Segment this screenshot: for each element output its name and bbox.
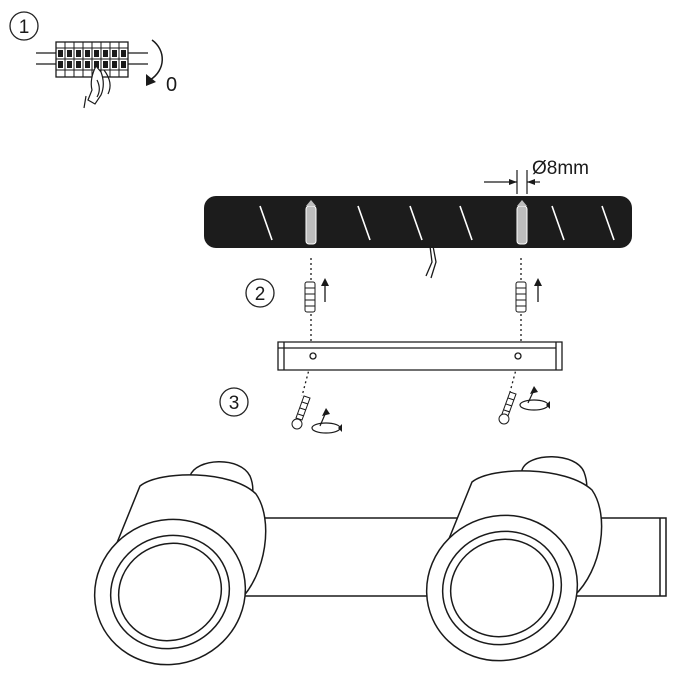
drill-diameter-label: Ø8mm — [532, 158, 589, 179]
insert-arrow-right-icon — [534, 278, 542, 302]
hand-icon — [83, 64, 111, 109]
step-1-number: 1 — [19, 17, 30, 38]
rotate-arrow-left-icon — [311, 408, 342, 434]
rotate-arrow-right-icon — [519, 386, 550, 411]
drill-hole-right — [516, 200, 528, 245]
step-2-number: 2 — [255, 284, 266, 305]
wall-plug-right-icon — [515, 281, 527, 313]
step-2-marker: 2 — [245, 278, 275, 308]
power-off-label: 0 — [166, 74, 177, 96]
insert-arrow-left-icon — [321, 278, 329, 302]
drill-hole-left — [305, 200, 317, 245]
supply-cable — [425, 245, 437, 279]
wall-plug-left-icon — [304, 281, 316, 313]
diameter-dimension — [484, 170, 540, 194]
step-3-number: 3 — [229, 393, 240, 414]
step-1-marker: 1 — [9, 11, 39, 41]
alignment-guides — [301, 258, 522, 397]
ceiling-slab — [204, 196, 632, 248]
screw-left-icon — [291, 395, 311, 430]
step-3-marker: 3 — [219, 387, 249, 417]
spotlight-fixture — [93, 456, 667, 666]
rotate-off-arrow-icon — [146, 39, 163, 86]
mounting-bracket — [277, 341, 563, 371]
fuse-box-icon — [36, 41, 148, 78]
screw-right-icon — [498, 391, 517, 425]
